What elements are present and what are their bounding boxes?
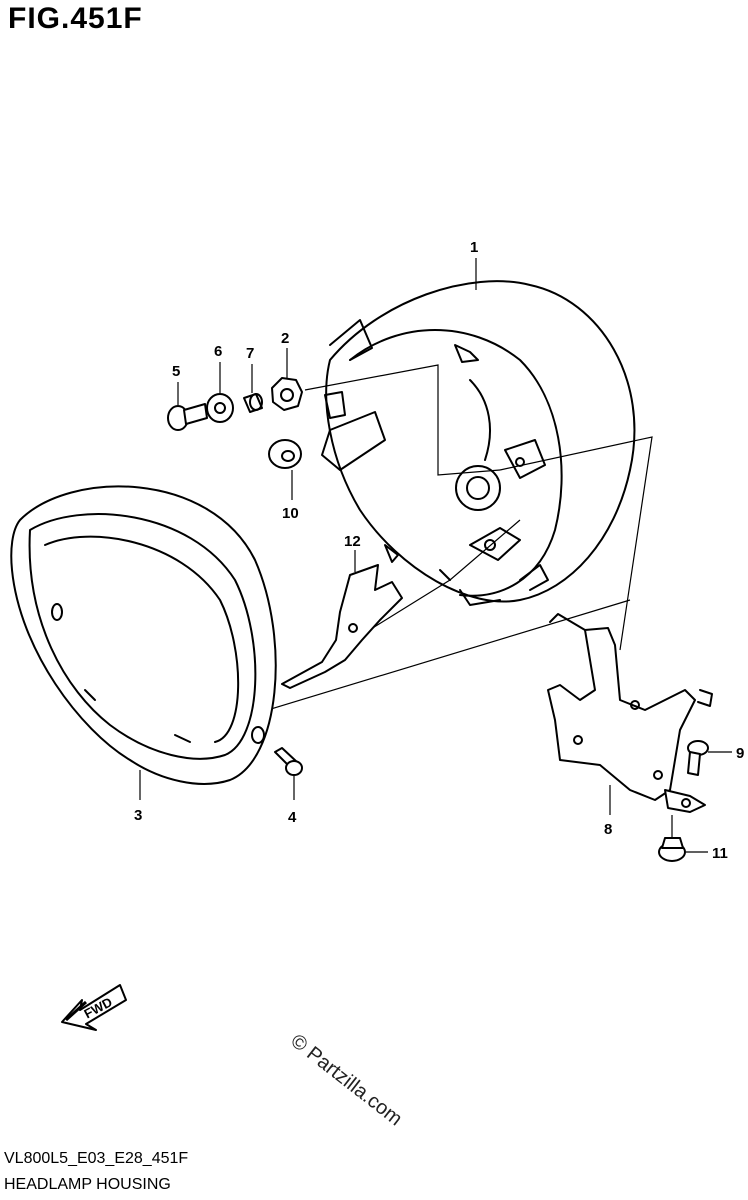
part-10-grommet[interactable]: [268, 439, 302, 469]
part-1-headlamp-housing[interactable]: [321, 280, 636, 606]
part-2-nut[interactable]: [271, 377, 303, 411]
part-12-bracket[interactable]: [281, 564, 403, 689]
callout-5[interactable]: 5: [172, 363, 180, 380]
callout-3[interactable]: 3: [134, 807, 142, 824]
part-3-headlamp-rim[interactable]: [10, 485, 277, 785]
part-4-screw[interactable]: [274, 747, 303, 776]
part-7-collar[interactable]: [243, 393, 263, 413]
assembly-line: [349, 519, 521, 643]
part-6-washer[interactable]: [206, 393, 234, 423]
figure-name: HEADLAMP HOUSING: [4, 1176, 171, 1193]
callout-9[interactable]: 9: [736, 745, 744, 762]
fwd-arrow-icon: FWD: [61, 984, 127, 1031]
callout-1[interactable]: 1: [470, 239, 478, 256]
figure-code: VL800L5_E03_E28_451F: [4, 1150, 189, 1167]
part-9-bolt[interactable]: [687, 740, 709, 776]
callout-4[interactable]: 4: [288, 809, 297, 826]
callout-11[interactable]: 11: [712, 845, 728, 862]
part-5-screw[interactable]: [167, 403, 208, 431]
callout-8[interactable]: 8: [604, 821, 612, 838]
assembly-line: [304, 364, 501, 476]
callout-12[interactable]: 12: [344, 533, 361, 550]
callout-6[interactable]: 6: [214, 343, 222, 360]
part-11-flange-nut[interactable]: [658, 837, 686, 862]
part-8-headlamp-bracket[interactable]: [547, 613, 713, 813]
callout-7[interactable]: 7: [246, 345, 254, 362]
callout-10[interactable]: 10: [282, 505, 299, 522]
callout-2[interactable]: 2: [281, 330, 289, 347]
assembly-line: [499, 436, 653, 651]
figure-title: FIG.451F: [8, 2, 143, 35]
